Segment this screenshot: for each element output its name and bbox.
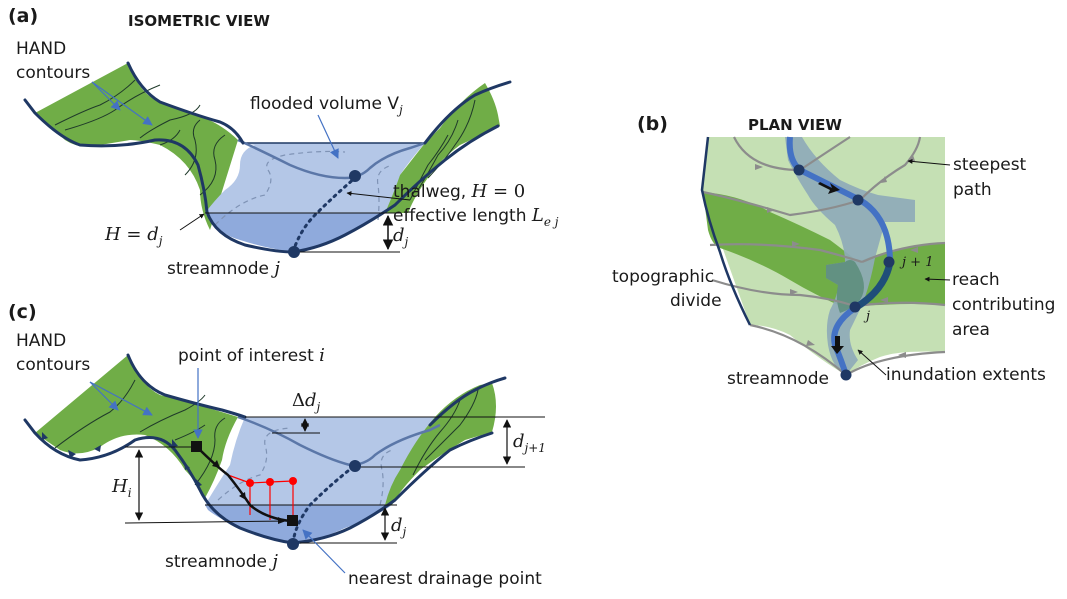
plan-node-2 [852,194,864,206]
node-j-label: j [863,309,870,324]
c-hand-contours-label-2: contours [16,355,90,375]
c-upstream-node [349,460,361,472]
dj-label: dj [393,225,409,249]
upstream-channel [237,138,426,180]
steepest-path-2 [859,136,922,201]
nearest-drainage-marker [287,515,298,526]
c-red-point-2 [266,478,274,486]
c-red-point-1 [246,479,254,487]
panel-a: (a) ISOMETRIC VIEW [8,5,559,279]
streamnode-j-label: streamnode j [167,258,280,279]
plan-node-j-plus-1 [883,256,895,268]
c-right-top-ridge [428,376,507,427]
c-hi-bottom-line [124,520,291,524]
hi-label: Hi [111,476,132,500]
nearest-drainage-pointer [302,529,346,574]
steepest-path-7 [861,241,946,264]
steepest-path-label-1: steepest [953,155,1027,175]
flow-arrow-1 [818,182,840,194]
inundation-extents [785,137,915,375]
upstream-node [349,170,361,182]
hand-pointer-1 [91,81,121,111]
steepest-path-1 [733,136,801,172]
plan-node-j [849,301,861,313]
thalweg-label: thalweg, H = 0 [393,181,525,202]
nearest-drainage-label: nearest drainage point [348,569,542,589]
streamnode-j [288,246,300,258]
right-top-ridge [423,80,512,145]
effective-length-label: effective length Le j [393,205,559,229]
steepest-path-arrowheads [755,155,918,358]
c-flow-path-arrowheads [212,460,286,524]
steepest-path-10 [845,350,946,376]
c-valley-bottom-ridge [23,418,494,545]
plan-node-1 [793,164,805,176]
c-red-point-3 [289,477,297,485]
steepest-path-6 [711,278,856,308]
thalweg-dotted [291,176,357,254]
hand-contours-label-2: contours [16,63,90,83]
topographic-divide-line [700,136,752,326]
c-ridge-arrowheads [42,432,202,487]
inundation-overlap [826,260,864,313]
delta-dj-label: Δdj [292,390,321,414]
c-hand-contours-label-1: HAND [16,331,66,351]
steepest-path-9 [749,323,847,376]
reach-pointer [924,276,951,282]
panel-c-tag: (c) [8,301,37,323]
steepest-path-pointer [907,158,951,166]
flood-water-lower [205,213,385,252]
topographic-divide-label-2: divide [670,291,722,311]
left-top-ridge [126,61,245,145]
flooded-volume-label: flooded volume Vj [250,94,403,117]
c-thalweg-dotted [291,465,355,545]
dj1-label: dj+1 [513,431,546,455]
point-of-interest-marker [191,441,202,452]
steepest-path-3 [799,136,851,171]
panel-b-tag: (b) [637,113,668,135]
h-equals-dj-label: H = dj [104,224,163,248]
inundation-extents-label: inundation extents [886,365,1046,385]
c-flow-path [196,446,291,523]
thalweg-pointer [346,191,411,201]
c-left-top-ridge [126,353,247,419]
c-hand-pointer-2 [89,381,153,416]
steepest-path-4 [702,190,861,217]
inundation-pointer [857,349,887,376]
point-of-interest-label: point of interest i [178,345,325,366]
hand-pointer-2 [91,81,153,126]
valley-bottom-ridge [23,98,500,254]
c-hand-pointer-1 [89,381,119,411]
left-hillslope [35,63,238,230]
h-equals-dj-pointer [179,213,205,231]
reach-label-2: contributing [952,295,1055,315]
c-dj-label: dj [391,515,407,539]
flooded-volume-pointer [317,114,339,159]
c-streamnode-j-label: streamnode j [165,551,278,572]
plan-streamnode-label: streamnode [727,369,829,389]
topographic-divide-label-1: topographic [612,267,714,287]
panel-b: (b) PLAN VIEW [612,113,1055,389]
steepest-path-5 [709,243,863,264]
panel-b-title: PLAN VIEW [748,116,842,134]
panel-a-title: ISOMETRIC VIEW [128,12,270,30]
c-left-hillslope [35,355,238,498]
steepest-path-label-2: path [953,180,992,200]
c-streamnode-j [287,538,299,550]
reach-label-1: reach [952,270,1000,290]
panel-c: (c) [8,301,546,589]
hand-contours-label-1: HAND [16,39,66,59]
c-red-profile [227,474,294,520]
flow-arrow-2 [831,336,844,354]
plan-streamnode [840,369,852,381]
panel-a-tag: (a) [8,5,38,27]
node-j-plus-1-label: j + 1 [899,255,933,270]
reach-label-3: area [952,320,990,340]
